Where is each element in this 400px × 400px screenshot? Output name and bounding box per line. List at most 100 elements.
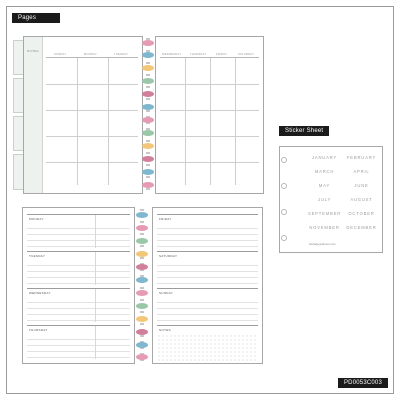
day-block: TUESDAY (27, 251, 130, 285)
day-label: FRIDAY (159, 217, 172, 221)
ruled-lines (27, 297, 130, 322)
grid-line (46, 136, 138, 137)
dot-grid (157, 334, 258, 362)
day-label: WEDNESDAY (29, 291, 51, 295)
ruled-lines (27, 334, 130, 359)
month-sticker: DECEMBER (346, 225, 377, 230)
month-sticker: JANUARY (311, 155, 338, 160)
month-sticker: SEPTEMBER (307, 211, 342, 216)
punch-hole (281, 157, 287, 163)
product-frame (6, 6, 394, 394)
flower-motif (136, 277, 148, 283)
punch-hole (281, 209, 287, 215)
weekly-spread: MONDAY TUESDAY WEDNESDAY THURSDAY (22, 207, 263, 364)
day-label: SUNDAY (159, 291, 174, 295)
month-sticker: FEBRUARY (346, 155, 377, 160)
flower-motif (136, 290, 148, 296)
punch-hole (281, 183, 287, 189)
ruled-lines (27, 260, 130, 285)
month-grid-left: SUNDAY MONDAY TUESDAY (46, 53, 138, 185)
day-header: FRIDAY (216, 53, 228, 56)
day-label: THURSDAY (29, 328, 48, 332)
day-block: MONDAY (27, 214, 130, 248)
grid-line (108, 58, 109, 185)
month-sticker: MAY (318, 183, 331, 188)
day-header: MONDAY (84, 53, 97, 56)
binding-rings (146, 38, 150, 192)
month-sticker: JUNE (354, 183, 369, 188)
grid-line (46, 84, 138, 85)
grid-line (77, 58, 78, 185)
ruled-lines (157, 297, 258, 322)
day-header: WEDNESDAY (162, 53, 182, 56)
grid-line (160, 84, 259, 85)
day-block: SUNDAY (157, 288, 258, 322)
day-block: FRIDAY (157, 214, 258, 248)
flower-motif (136, 342, 148, 348)
grid-line (210, 58, 211, 185)
binding-rings (140, 209, 144, 362)
flower-motif (136, 354, 148, 360)
flower-motif (142, 130, 154, 136)
flower-motif (136, 212, 148, 218)
day-block: SATURDAY (157, 251, 258, 285)
sticker-sheet-label: Sticker Sheet (279, 126, 330, 136)
grid-line (160, 110, 259, 111)
flower-motif (142, 91, 154, 97)
day-label: TUESDAY (29, 254, 46, 258)
floral-binding-strip (141, 38, 155, 192)
notes-label: NOTES (159, 328, 171, 332)
notes-block: NOTES (157, 325, 258, 362)
ruled-lines (27, 223, 130, 248)
flower-motif (142, 40, 154, 46)
day-header: THURSDAY (190, 53, 207, 56)
grid-line (160, 162, 259, 163)
day-header: SUNDAY (54, 53, 67, 56)
flower-motif (142, 169, 154, 175)
month-sticker: NOVEMBER (309, 225, 340, 230)
column-divider (95, 326, 96, 359)
monthly-page-right: WEDNESDAY THURSDAY FRIDAY SATURDAY (155, 36, 264, 194)
punch-hole (281, 235, 287, 241)
month-sticker: OCTOBER (348, 211, 375, 216)
sticker-sheet: JANUARY FEBRUARY MARCH APRIL MAY JUNE JU… (279, 146, 383, 253)
floral-binding-strip (135, 209, 149, 362)
monthly-page-left: NOTES SUNDAY MONDAY TUESDAY (23, 36, 143, 194)
month-sticker: AUGUST (350, 197, 373, 202)
flower-motif (136, 225, 148, 231)
weekly-page-left: MONDAY TUESDAY WEDNESDAY THURSDAY (22, 207, 135, 364)
weekly-page-right: FRIDAY SATURDAY SUNDAY NOTES (152, 207, 263, 364)
column-divider (95, 215, 96, 248)
notes-column: NOTES (24, 37, 43, 193)
month-sticker: MARCH (314, 169, 335, 174)
day-block: WEDNESDAY (27, 288, 130, 322)
flower-motif (136, 238, 148, 244)
flower-motif (136, 303, 148, 309)
month-grid-right: WEDNESDAY THURSDAY FRIDAY SATURDAY (160, 53, 259, 185)
day-header: SATURDAY (238, 53, 255, 56)
column-divider (95, 289, 96, 322)
grid-line (46, 162, 138, 163)
column-divider (95, 252, 96, 285)
notes-label: NOTES (27, 49, 39, 53)
flower-motif (142, 156, 154, 162)
pages-label: Pages (12, 13, 60, 23)
flower-motif (136, 316, 148, 322)
flower-motif (142, 65, 154, 71)
flower-motif (142, 143, 154, 149)
flower-motif (142, 104, 154, 110)
flower-motif (142, 182, 154, 188)
grid-line (235, 58, 236, 185)
ruled-lines (157, 260, 258, 285)
day-block: THURSDAY (27, 325, 130, 359)
flower-motif (142, 78, 154, 84)
brand-text: thehappyplanner.com (309, 242, 336, 246)
flower-motif (136, 329, 148, 335)
product-code-label: PD0053C003 (337, 378, 388, 388)
monthly-spread: NOTES SUNDAY MONDAY TUESDAY WEDNESD (13, 36, 264, 194)
grid-line (185, 58, 186, 185)
flower-motif (136, 264, 148, 270)
day-header: TUESDAY (114, 53, 129, 56)
day-label: MONDAY (29, 217, 44, 221)
month-sticker: APRIL (353, 169, 370, 174)
